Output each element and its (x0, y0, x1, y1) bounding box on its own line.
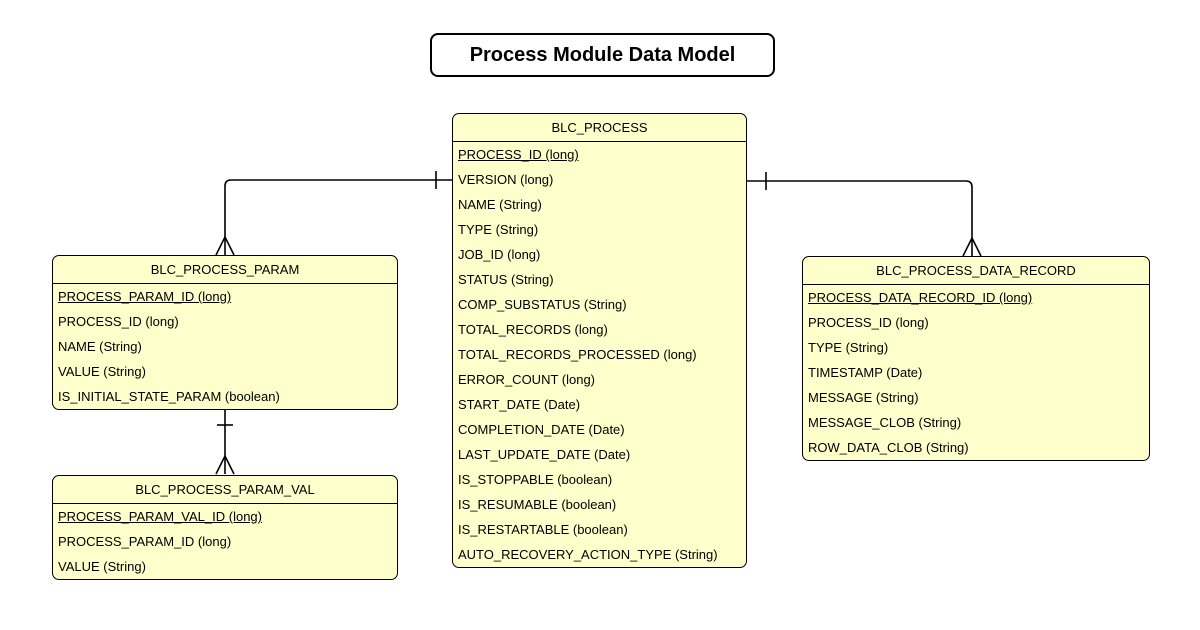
entity-field: PROCESS_PARAM_ID (long) (53, 529, 397, 554)
relationship-process-to-data-record (747, 172, 982, 257)
entity-field-label: JOB_ID (long) (458, 247, 541, 262)
entity-field-label: START_DATE (Date) (458, 397, 581, 412)
entity-field-label: TYPE (String) (808, 340, 889, 355)
entity-field-label: PROCESS_PARAM_ID (long) (58, 289, 232, 304)
entity-field-label: NAME (String) (58, 339, 142, 354)
entity-body: PROCESS_PARAM_ID (long) PROCESS_ID (long)… (53, 284, 397, 409)
entity-field-label: TOTAL_RECORDS (long) (458, 322, 608, 337)
entity-field-label: TIMESTAMP (Date) (808, 365, 923, 380)
entity-body: PROCESS_PARAM_VAL_ID (long) PROCESS_PARAM… (53, 504, 397, 579)
entity-field-label: IS_STOPPABLE (boolean) (458, 472, 613, 487)
relationship-process-to-param (215, 171, 452, 256)
entity-field-label: VERSION (long) (458, 172, 554, 187)
entity-field-label: ROW_DATA_CLOB (String) (808, 440, 969, 455)
entity-field: COMP_SUBSTATUS (String) (453, 292, 746, 317)
entity-field-pk: PROCESS_ID (long) (453, 142, 746, 167)
diagram-title-box: Process Module Data Model (430, 33, 775, 77)
entity-body: PROCESS_DATA_RECORD_ID (long) PROCESS_ID … (803, 285, 1149, 460)
entity-field-pk: PROCESS_PARAM_VAL_ID (long) (53, 504, 397, 529)
connector-line (747, 180, 973, 256)
entity-blc-process[interactable]: BLC_PROCESS PROCESS_ID (long) VERSION (lo… (452, 113, 747, 568)
entity-field-label: NAME (String) (458, 197, 542, 212)
many-arrow (215, 454, 235, 475)
entity-header: BLC_PROCESS_PARAM_VAL (53, 476, 397, 504)
entity-body: PROCESS_ID (long) VERSION (long) NAME (Str… (453, 142, 746, 567)
entity-field-label: STATUS (String) (458, 272, 554, 287)
entity-field: VERSION (long) (453, 167, 746, 192)
entity-field-label: PROCESS_ID (long) (58, 314, 179, 329)
entity-blc-process-param-val[interactable]: BLC_PROCESS_PARAM_VAL PROCESS_PARAM_VAL_… (52, 475, 398, 580)
entity-field-label: PROCESS_ID (long) (808, 315, 929, 330)
entity-field-label: IS_INITIAL_STATE_PARAM (boolean) (58, 389, 280, 404)
entity-field-label: PROCESS_PARAM_ID (long) (58, 534, 232, 549)
entity-blc-process-data-record[interactable]: BLC_PROCESS_DATA_RECORD PROCESS_DATA_REC… (802, 256, 1150, 461)
entity-field-label: ERROR_COUNT (long) (458, 372, 596, 387)
entity-field: JOB_ID (long) (453, 242, 746, 267)
entity-field: IS_RESUMABLE (boolean) (453, 492, 746, 517)
entity-field: TYPE (String) (803, 335, 1149, 360)
entity-field: TYPE (String) (453, 217, 746, 242)
entity-field: TOTAL_RECORDS_PROCESSED (long) (453, 342, 746, 367)
entity-field: LAST_UPDATE_DATE (Date) (453, 442, 746, 467)
entity-field: STATUS (String) (453, 267, 746, 292)
entity-field-label: TYPE (String) (458, 222, 539, 237)
entity-field-label: COMP_SUBSTATUS (String) (458, 297, 627, 312)
entity-header: BLC_PROCESS_PARAM (53, 256, 397, 284)
entity-field-label: TOTAL_RECORDS_PROCESSED (long) (458, 347, 697, 362)
entity-field: ROW_DATA_CLOB (String) (803, 435, 1149, 460)
relationship-param-to-param-val (215, 408, 235, 475)
entity-field: ERROR_COUNT (long) (453, 367, 746, 392)
entity-field: VALUE (String) (53, 359, 397, 384)
entity-field-label: VALUE (String) (58, 364, 146, 379)
many-arrow (962, 236, 982, 257)
entity-field-label: AUTO_RECOVERY_ACTION_TYPE (String) (458, 547, 718, 562)
entity-field-label: VALUE (String) (58, 559, 146, 574)
entity-header: BLC_PROCESS (453, 114, 746, 142)
entity-field-pk: PROCESS_DATA_RECORD_ID (long) (803, 285, 1149, 310)
entity-field-label: PROCESS_DATA_RECORD_ID (long) (808, 290, 1033, 305)
entity-field: MESSAGE_CLOB (String) (803, 410, 1149, 435)
entity-field-label: PROCESS_ID (long) (458, 147, 579, 162)
entity-field: MESSAGE (String) (803, 385, 1149, 410)
connector-line (224, 179, 452, 255)
entity-field: IS_RESTARTABLE (boolean) (453, 517, 746, 542)
entity-field: NAME (String) (453, 192, 746, 217)
diagram-title: Process Module Data Model (469, 43, 736, 66)
entity-field-label: IS_RESUMABLE (boolean) (458, 497, 617, 512)
entity-field-label: LAST_UPDATE_DATE (Date) (458, 447, 631, 462)
entity-field: IS_INITIAL_STATE_PARAM (boolean) (53, 384, 397, 409)
entity-field-label: MESSAGE_CLOB (String) (808, 415, 962, 430)
entity-field: START_DATE (Date) (453, 392, 746, 417)
entity-field-pk: PROCESS_PARAM_ID (long) (53, 284, 397, 309)
entity-header: BLC_PROCESS_DATA_RECORD (803, 257, 1149, 285)
entity-field: VALUE (String) (53, 554, 397, 579)
entity-blc-process-param[interactable]: BLC_PROCESS_PARAM PROCESS_PARAM_ID (long… (52, 255, 398, 410)
entity-field-label: COMPLETION_DATE (Date) (458, 422, 625, 437)
entity-field: IS_STOPPABLE (boolean) (453, 467, 746, 492)
many-arrow (215, 235, 235, 256)
entity-field: PROCESS_ID (long) (803, 310, 1149, 335)
entity-field: TOTAL_RECORDS (long) (453, 317, 746, 342)
entity-field: AUTO_RECOVERY_ACTION_TYPE (String) (453, 542, 746, 567)
entity-field: PROCESS_ID (long) (53, 309, 397, 334)
entity-field-label: PROCESS_PARAM_VAL_ID (long) (58, 509, 262, 524)
entity-field-label: MESSAGE (String) (808, 390, 919, 405)
entity-field-label: IS_RESTARTABLE (boolean) (458, 522, 628, 537)
entity-field: COMPLETION_DATE (Date) (453, 417, 746, 442)
entity-field: TIMESTAMP (Date) (803, 360, 1149, 385)
entity-field: NAME (String) (53, 334, 397, 359)
